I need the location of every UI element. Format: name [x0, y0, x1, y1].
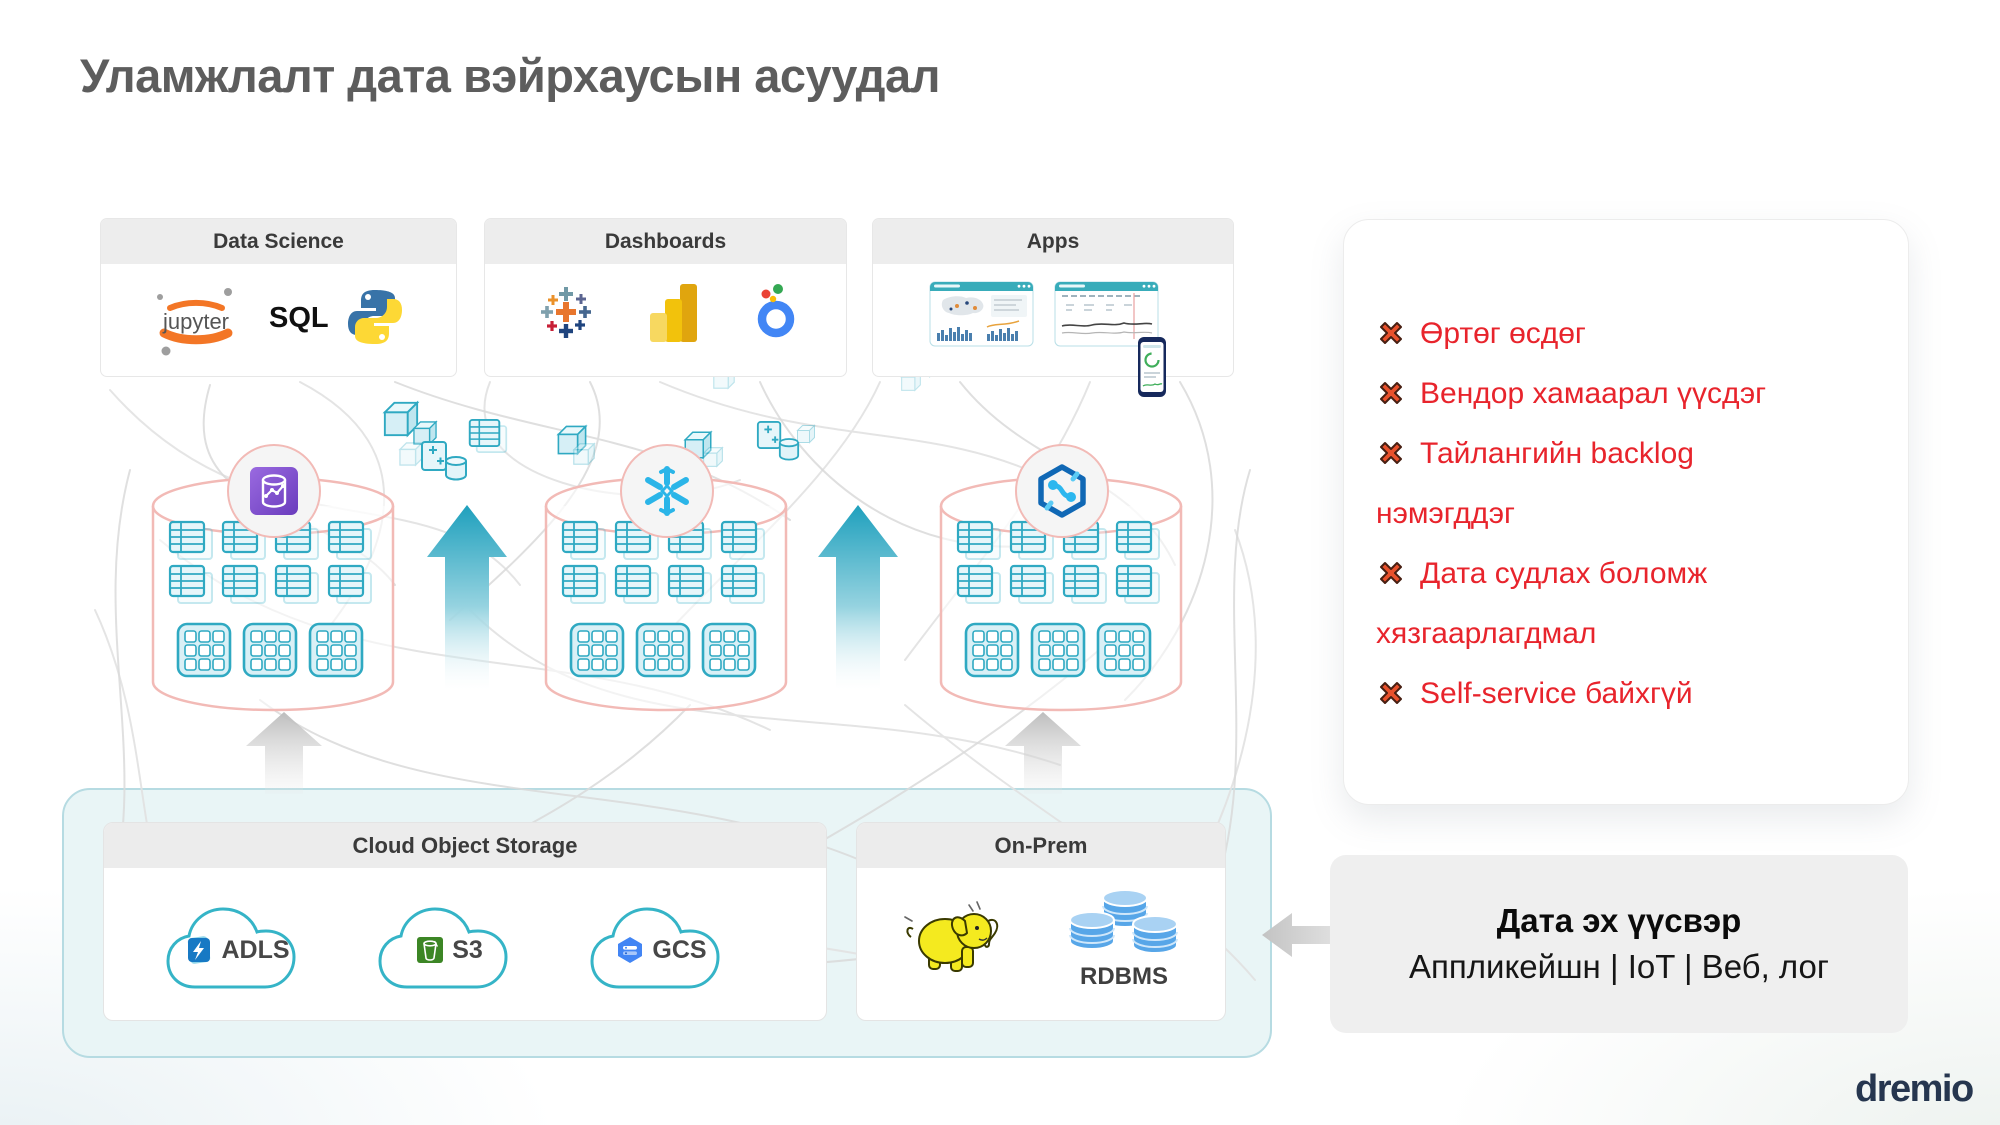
onprem-card: On-Prem RDBMS	[856, 822, 1226, 1021]
datasource-subtitle: Аппликейшн | IoT | Веб, лог	[1409, 948, 1829, 985]
problem-item: Тайлангийн backlog нэмэгддэг	[1376, 424, 1878, 544]
cross-mark-icon	[1380, 442, 1402, 464]
problem-item: Дата судлах боломж хязгаарлагдмал	[1376, 544, 1878, 664]
apps-header: Apps	[873, 219, 1233, 264]
cross-mark-icon	[1380, 682, 1402, 704]
redshift-badge	[227, 444, 321, 538]
s3-cloud: S3	[374, 899, 524, 991]
problem-item: Self-service байхгүй	[1376, 664, 1878, 724]
page-title: Уламжлалт дата вэйрхаусын асуудал	[80, 49, 941, 102]
adls-icon	[188, 936, 211, 964]
problem-text: Вендор хамаарал үүсдэг	[1420, 377, 1767, 410]
tableau-icon	[541, 287, 591, 338]
problem-text: Дата судлах боломж хязгаарлагдмал	[1376, 557, 1708, 650]
powerbi-icon	[650, 284, 697, 342]
problem-item: Өртөг өсдөг	[1376, 304, 1878, 364]
adls-label: ADLS	[221, 935, 290, 964]
problem-item: Вендор хамаарал үүсдэг	[1376, 364, 1878, 424]
jupyter-icon: jupyter	[157, 288, 233, 356]
data-cube-icon	[797, 425, 815, 443]
problem-text: Self-service байхгүй	[1420, 677, 1693, 710]
hadoop-elephant-icon	[904, 901, 999, 972]
looker-icon	[757, 284, 795, 338]
mini-database-icon	[445, 456, 467, 481]
ingest-arrow-left	[246, 712, 322, 794]
datasource-arrow-left	[1262, 913, 1330, 957]
adls-cloud: ADLS	[162, 899, 312, 991]
ingest-arrow-right	[1005, 712, 1081, 794]
s3-icon	[417, 937, 444, 963]
problem-text: Өртөг өсдөг	[1420, 317, 1586, 350]
cloud-object-storage-card: Cloud Object Storage ADLS S3	[103, 822, 827, 1021]
rdbms-label: RDBMS	[1080, 963, 1168, 990]
cross-mark-icon	[1380, 322, 1402, 344]
rdbms-icon	[1069, 889, 1178, 954]
problems-card: Өртөг өсдөг Вендор хамаарал үүсдэг Тайла…	[1343, 219, 1909, 805]
datasource-card: Дата эх үүсвэр Аппликейшн | IoT | Веб, л…	[1330, 855, 1908, 1033]
s3-label: S3	[452, 935, 483, 964]
onprem-header: On-Prem	[857, 823, 1225, 868]
gcs-label: GCS	[652, 935, 707, 964]
cloud-storage-header: Cloud Object Storage	[104, 823, 826, 868]
snowflake-badge	[620, 444, 714, 538]
gcs-cloud: GCS	[586, 899, 736, 991]
data-science-box: Data Science jupyter SQL	[100, 218, 457, 377]
app-window-dashboard	[929, 281, 1034, 347]
svg-text:jupyter: jupyter	[162, 309, 229, 334]
data-cube-icon	[573, 443, 595, 465]
dremio-logo: dremio	[1855, 1068, 1974, 1110]
sql-label: SQL	[269, 302, 329, 334]
data-science-header: Data Science	[101, 219, 456, 264]
dashboards-header: Dashboards	[485, 219, 846, 264]
synapse-badge	[1015, 444, 1109, 538]
python-icon	[348, 290, 402, 344]
snowflake-icon	[645, 466, 689, 516]
table-file-icon	[468, 419, 508, 454]
cross-mark-icon	[1380, 562, 1402, 584]
etl-up-arrow-2	[818, 505, 898, 690]
problem-text: Тайлангийн backlog нэмэгддэг	[1376, 437, 1694, 530]
apps-box: Apps	[872, 218, 1234, 397]
dashboards-box: Dashboards	[484, 218, 847, 377]
app-window-report	[1054, 281, 1159, 347]
gcs-icon	[618, 937, 643, 963]
mobile-phone	[1138, 337, 1166, 397]
synapse-icon	[1038, 464, 1086, 518]
etl-up-arrow-1	[427, 505, 507, 690]
datasource-title: Дата эх үүсвэр	[1496, 902, 1742, 939]
redshift-icon	[250, 467, 298, 515]
cross-mark-icon	[1380, 382, 1402, 404]
